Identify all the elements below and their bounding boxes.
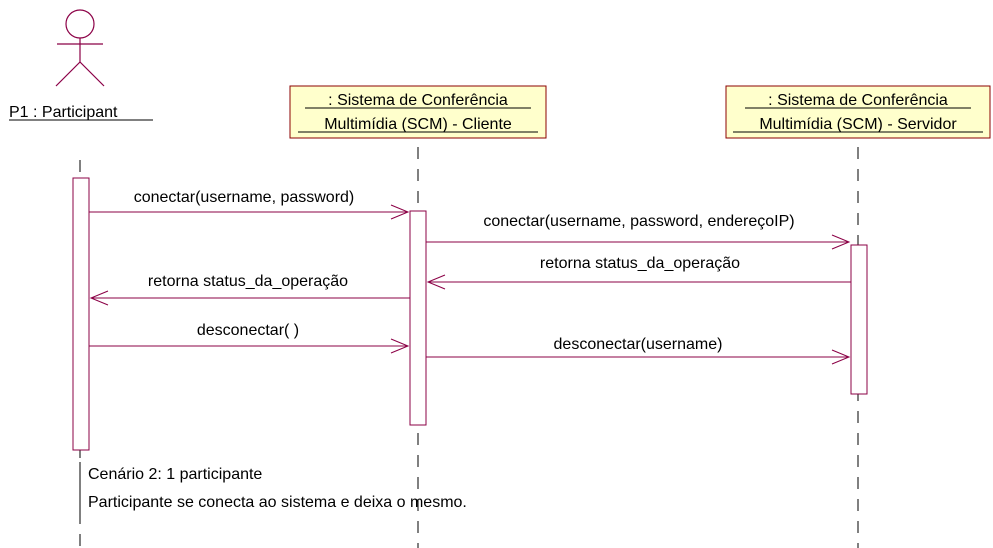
arrow-right-icon xyxy=(390,204,410,220)
arrow-left-icon xyxy=(89,290,109,306)
actor-left-leg xyxy=(55,61,81,87)
object-cliente-box xyxy=(289,85,547,139)
message-conectar-servidor[interactable]: conectar(username, password, endereçoIP) xyxy=(426,213,851,250)
message-retorna-servidor[interactable]: retorna status_da_operação xyxy=(426,255,851,290)
message-conectar[interactable]: conectar(username, password) xyxy=(89,189,410,220)
actor-participant[interactable]: P1 : Participant xyxy=(9,9,153,121)
message-label: desconectar(username) xyxy=(554,336,723,353)
object-cliente-line2: Multimídia (SCM) - Cliente xyxy=(324,116,512,133)
object-servidor-line1: : Sistema de Conferência xyxy=(768,92,948,109)
scenario-note: Cenário 2: 1 participante Participante s… xyxy=(79,462,467,517)
actor-right-leg xyxy=(79,61,105,87)
activation-participant xyxy=(72,177,90,451)
actor-head xyxy=(65,9,95,39)
object-servidor-line2: Multimídia (SCM) - Servidor xyxy=(759,116,957,133)
message-desconectar-servidor[interactable]: desconectar(username) xyxy=(426,336,851,365)
message-label: conectar(username, password, endereçoIP) xyxy=(483,213,794,230)
message-label: conectar(username, password) xyxy=(134,189,355,206)
object-servidor[interactable]: : Sistema de Conferência Multimídia (SCM… xyxy=(725,85,991,139)
arrow-left-icon xyxy=(426,274,446,290)
actor-name-label: P1 : Participant xyxy=(9,104,118,121)
object-cliente[interactable]: : Sistema de Conferência Multimídia (SCM… xyxy=(289,85,547,139)
message-desconectar[interactable]: desconectar( ) xyxy=(89,322,410,354)
arrow-right-icon xyxy=(831,349,851,365)
object-servidor-box xyxy=(725,85,991,139)
object-cliente-line1: : Sistema de Conferência xyxy=(328,92,508,109)
message-retorna-cliente[interactable]: retorna status_da_operação xyxy=(89,273,410,306)
message-label: desconectar( ) xyxy=(197,322,299,339)
activation-servidor xyxy=(850,244,868,395)
arrow-right-icon xyxy=(831,234,851,250)
note-line2: Participante se conecta ao sistema e dei… xyxy=(88,494,467,511)
message-label: retorna status_da_operação xyxy=(148,273,348,290)
message-label: retorna status_da_operação xyxy=(540,255,740,272)
arrow-right-icon xyxy=(390,338,410,354)
note-line1: Cenário 2: 1 participante xyxy=(88,466,262,483)
activation-cliente xyxy=(409,210,427,426)
